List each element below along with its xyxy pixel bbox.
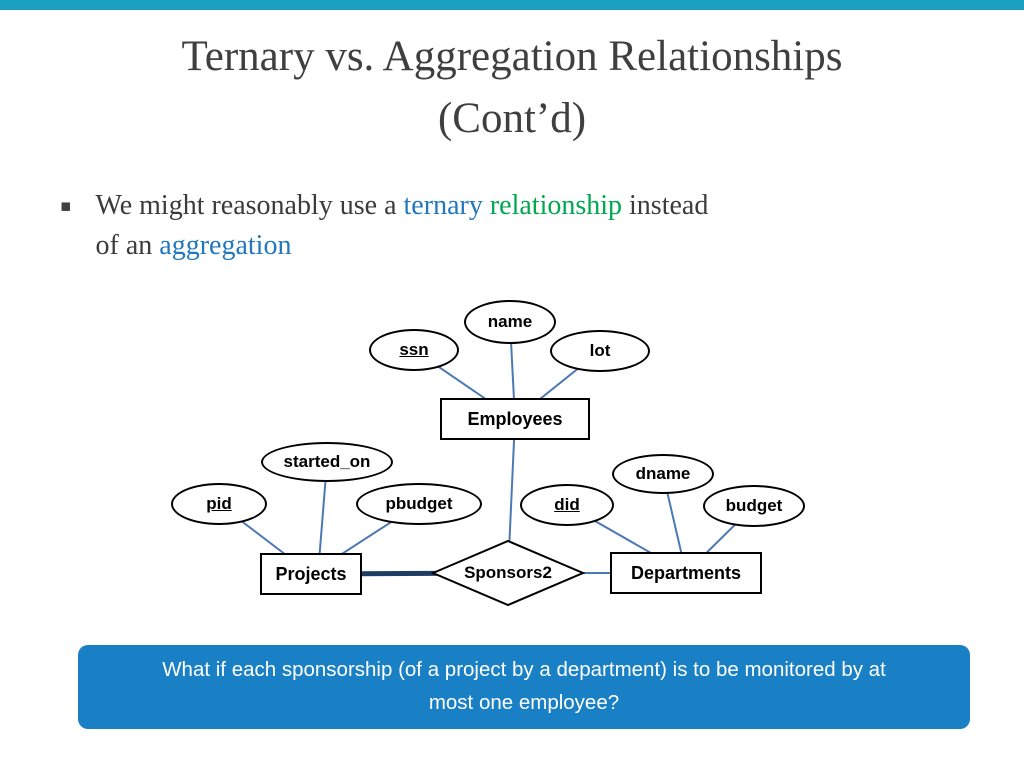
attribute-did-label: did — [554, 495, 580, 514]
attribute-name: name — [464, 300, 556, 344]
attribute-started-on: started_on — [261, 442, 393, 482]
attribute-pbudget-label: pbudget — [385, 494, 453, 513]
attribute-budget: budget — [703, 485, 805, 527]
entity-projects-label: Projects — [275, 563, 347, 584]
relationship-sponsors2-text: Sponsors2 — [464, 563, 552, 582]
attribute-did: did — [520, 484, 614, 526]
bullet-square-icon: ▪ — [60, 196, 72, 216]
bullet-term-aggregation: aggregation — [159, 230, 292, 261]
attribute-pid: pid — [171, 483, 267, 525]
title-line-2: (Cont’d) — [437, 95, 587, 143]
bullet-part-1: We might reasonably use a — [95, 190, 397, 221]
question-text: What if each sponsorship (of a project b… — [122, 654, 926, 720]
bullet-item: ▪ We might reasonably use a ternary rela… — [60, 186, 920, 266]
title-line-1: Ternary vs. Aggregation Relationships — [181, 33, 843, 80]
relationship-sponsors2-label: Sponsors2 — [433, 558, 583, 588]
bullet-part-3: of an — [95, 230, 153, 261]
bullet-term-relationship: relationship — [489, 190, 623, 221]
attribute-started-on-label: started_on — [283, 452, 371, 471]
attribute-dname: dname — [612, 454, 714, 494]
bullet-part-2: instead — [629, 190, 709, 221]
entity-employees: Employees — [440, 398, 590, 440]
top-accent-bar — [0, 0, 1024, 10]
attribute-pid-label: pid — [206, 494, 232, 513]
question-box: What if each sponsorship (of a project b… — [78, 645, 970, 729]
attribute-dname-label: dname — [635, 464, 691, 483]
attribute-pbudget: pbudget — [356, 483, 482, 525]
entity-employees-label: Employees — [467, 408, 563, 429]
attribute-name-label: name — [487, 312, 533, 331]
entity-departments-label: Departments — [630, 562, 742, 583]
attribute-ssn-label: ssn — [399, 340, 429, 359]
slide-title: Ternary vs. Aggregation Relationships (Co… — [0, 26, 1024, 151]
question-line-1: What if each sponsorship (of a project b… — [162, 658, 886, 682]
relationship-sponsors2-diamond — [430, 539, 586, 607]
attribute-budget-label: budget — [725, 496, 783, 515]
entity-departments: Departments — [610, 552, 762, 594]
attribute-lot: lot — [550, 330, 650, 372]
bullet-term-ternary: ternary — [403, 190, 483, 221]
question-line-2: most one employee? — [428, 691, 620, 714]
attribute-lot-label: lot — [589, 341, 611, 360]
bullet-text: We might reasonably use a ternary relati… — [96, 186, 709, 266]
attribute-ssn: ssn — [369, 329, 459, 371]
entity-projects: Projects — [260, 553, 362, 595]
